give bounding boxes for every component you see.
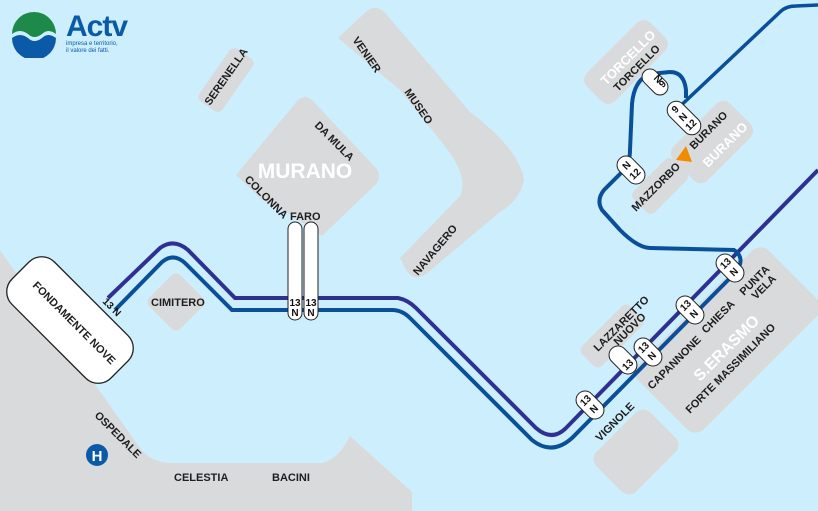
navagero-island [338,7,524,278]
cimitero-island [147,273,205,331]
venice-land [0,250,412,511]
faro-stop-n[interactable]: 13 N [303,221,319,321]
serenella-island [198,48,254,112]
pill-line-13: 13 [305,298,317,309]
vignole-stop[interactable]: 13 N [572,387,607,422]
logo-tagline-1: impresa e territorio, [66,41,118,47]
actv-logo-icon [12,12,56,58]
murano-island [236,97,379,236]
torcello-stop[interactable]: N 9 [639,65,672,98]
burano-stop[interactable]: 9 N 12 [663,97,704,138]
sant-erasmo-island [635,247,818,433]
murano-label: MURANO [258,160,353,183]
burano-marker-icon [676,146,692,162]
actv-logo: Actv impresa e territorio, il valore dei… [10,10,128,58]
celestia-label: CELESTIA [174,472,228,484]
punta-vela-stop[interactable]: 13 N [712,250,747,285]
pill-line-n: N [291,308,298,319]
cimitero-label: CIMITERO [151,297,205,309]
burano-island [670,100,754,184]
faro-stop-13[interactable]: 13 N [287,221,303,321]
vignole-island [593,409,679,495]
bacini-label: BACINI [272,472,310,484]
faro-label: FARO [290,211,321,223]
lazzaretto-stop[interactable]: 13 [605,342,640,377]
line-n-burano-route[interactable] [672,3,818,114]
pill-line-n: N [307,308,314,319]
mazzorbo-island [632,158,688,214]
capannone-stop[interactable]: 13 N [630,334,665,369]
hospital-icon [86,444,108,466]
chiesa-stop[interactable]: 13 N [672,292,707,327]
logo-tagline-2: il valore dei fatti. [66,48,110,54]
torcello-island [584,20,668,104]
logo-name: Actv [66,10,128,43]
line-n-route[interactable] [113,69,743,450]
fondamente-nove-terminal[interactable] [0,249,141,390]
hospital-icon-letter: H [92,448,103,465]
lazzaretto-island [580,304,644,368]
pill-line-13: 13 [289,298,301,309]
line-13-route[interactable] [106,168,818,437]
mazzorbo-stop[interactable]: N 12 [613,152,648,187]
